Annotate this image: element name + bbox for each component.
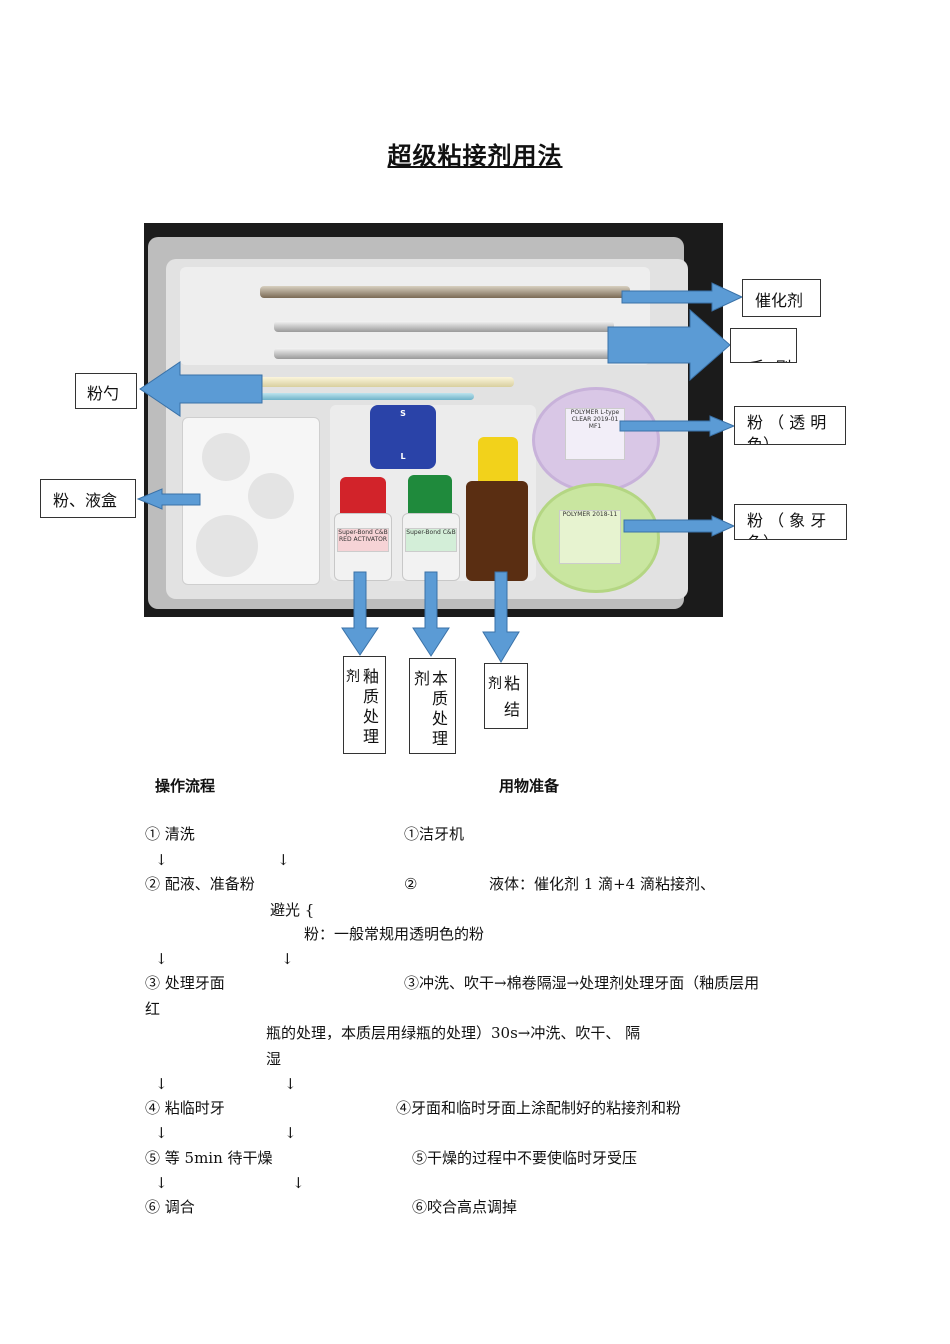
callout-powder-liquid-box-text: 粉、液盒 xyxy=(53,491,118,510)
bonding-char-2: 粘 xyxy=(504,674,521,693)
callout-powder-clear: 粉 （ 透 明 色） xyxy=(734,406,846,445)
procedure-header: 操作流程 xyxy=(155,777,216,795)
callout-powder-spoon-text: 粉勺 xyxy=(87,384,120,403)
arrow-powder-clear xyxy=(619,415,736,437)
dish-well-2 xyxy=(248,473,294,519)
brown-bottle xyxy=(466,481,528,581)
callout-catalyst: 催化剂 xyxy=(742,279,821,317)
green-bottle-cap xyxy=(408,475,452,519)
material-3-line1: ③冲洗、吹干→棉卷隔湿→处理剂处理牙面（釉质层用 xyxy=(404,974,760,992)
arrow-catalyst xyxy=(621,282,744,312)
brush-handle-1 xyxy=(274,321,614,332)
callout-powder-ivory: 粉 （ 象 牙 色） xyxy=(734,504,847,540)
red-bottle-label: Super-Bond C&B RED ACTIVATOR xyxy=(337,528,389,552)
enamel-char-3: 质 xyxy=(363,687,380,706)
material-5: ⑤干燥的过程中不要使临时牙受压 xyxy=(412,1149,638,1167)
material-4: ④牙面和临时牙面上涂配制好的粘接剂和粉 xyxy=(396,1099,682,1117)
step-1: ① 清洗 xyxy=(145,825,195,843)
material-2-num: ② xyxy=(404,875,418,893)
arrow-dentin xyxy=(412,571,450,657)
arrow-powder-ivory xyxy=(623,515,736,537)
materials-header: 用物准备 xyxy=(499,777,560,795)
ivory-powder-label: POLYMER 2018-11 xyxy=(559,510,621,564)
clear-powder-label: POLYMER L-type CLEAR 2019-01 MF1 xyxy=(565,408,625,460)
dish-well-1 xyxy=(202,433,250,481)
material-6: ⑥咬合高点调掉 xyxy=(412,1198,518,1216)
callout-dentin-treatment: 剂 本 质 处 理 xyxy=(409,658,456,754)
material-3-line4: 湿 xyxy=(266,1050,282,1068)
callout-brush-text: 毛 刷 xyxy=(749,358,791,362)
down-arrow-2b: ↓ xyxy=(281,950,294,968)
dentin-char-4: 处 xyxy=(432,709,449,728)
step-4: ④ 粘临时牙 xyxy=(145,1099,225,1117)
step-3: ③ 处理牙面 xyxy=(145,974,225,992)
arrow-bonding xyxy=(482,571,520,663)
callout-powder-liquid-box: 粉、液盒 xyxy=(40,479,136,518)
bonding-char-1: 剂 xyxy=(488,676,502,692)
block-l-label: L xyxy=(400,452,406,461)
down-arrow-5a: ↓ xyxy=(155,1174,168,1192)
material-3-line2: 红 xyxy=(145,1000,161,1018)
down-arrow-3b: ↓ xyxy=(284,1075,297,1093)
green-bottle: Super-Bond C&B xyxy=(402,513,460,581)
enamel-char-2: 釉 xyxy=(363,667,380,686)
step-2: ② 配液、准备粉 xyxy=(145,875,255,893)
syringe xyxy=(260,286,630,298)
step-6: ⑥ 调合 xyxy=(145,1198,195,1216)
material-2-lightproof: 避光 { xyxy=(270,901,315,919)
down-arrow-1b: ↓ xyxy=(277,851,290,869)
enamel-char-1: 剂 xyxy=(346,669,360,685)
callout-powder-ivory-text: 粉 （ 象 牙 色） xyxy=(747,511,827,539)
down-arrow-4a: ↓ xyxy=(155,1124,168,1142)
callout-powder-clear-text: 粉 （ 透 明 色） xyxy=(747,413,827,445)
down-arrow-2a: ↓ xyxy=(155,950,168,968)
callout-enamel-treatment: 剂 釉 质 处 理 xyxy=(343,656,386,754)
green-bottle-label: Super-Bond C&B xyxy=(405,528,457,552)
arrow-brush xyxy=(607,308,731,382)
down-arrow-5b: ↓ xyxy=(292,1174,305,1192)
dentin-char-1: 剂 xyxy=(414,669,431,688)
callout-catalyst-text: 催化剂 xyxy=(755,291,804,310)
dentin-char-2: 本 xyxy=(432,669,449,688)
powder-spoon xyxy=(254,377,514,387)
measuring-block: S L xyxy=(370,405,436,469)
bonding-char-3: 结 xyxy=(504,700,521,719)
down-arrow-4b: ↓ xyxy=(284,1124,297,1142)
dentin-char-3: 质 xyxy=(432,689,449,708)
step-5: ⑤ 等 5min 待干燥 xyxy=(145,1149,273,1167)
dish-well-3 xyxy=(196,515,258,577)
down-arrow-1a: ↓ xyxy=(155,851,168,869)
material-1: ①洁牙机 xyxy=(404,825,465,843)
dentin-char-5: 理 xyxy=(432,729,449,748)
callout-brush: 毛 刷 xyxy=(730,328,797,363)
enamel-char-5: 理 xyxy=(363,727,380,746)
arrow-powder-liquid-box xyxy=(136,488,201,510)
callout-bonding: 剂 粘 结 xyxy=(484,663,528,729)
ivory-powder-jar: POLYMER 2018-11 xyxy=(532,483,660,593)
blue-spoon xyxy=(254,393,474,400)
arrow-powder-spoon xyxy=(139,361,263,417)
enamel-char-4: 处 xyxy=(363,707,380,726)
yellow-bottle-cap xyxy=(478,437,518,485)
material-2-liquid: 液体：催化剂 1 滴+4 滴粘接剂、 xyxy=(489,875,715,893)
kit-photo: S L Super-Bond C&B RED ACTIVATOR Super-B… xyxy=(144,223,723,617)
block-s-label: S xyxy=(400,409,406,418)
page-title: 超级粘接剂用法 xyxy=(387,142,563,170)
material-3-line3: 瓶的处理，本质层用绿瓶的处理）30s→冲洗、吹干、 隔 xyxy=(266,1024,641,1042)
arrow-enamel xyxy=(341,571,379,656)
down-arrow-3a: ↓ xyxy=(155,1075,168,1093)
material-2-powder: 粉：一般常规用透明色的粉 xyxy=(304,925,485,943)
callout-powder-spoon: 粉勺 xyxy=(75,373,137,409)
brush-handle-2 xyxy=(274,348,614,359)
